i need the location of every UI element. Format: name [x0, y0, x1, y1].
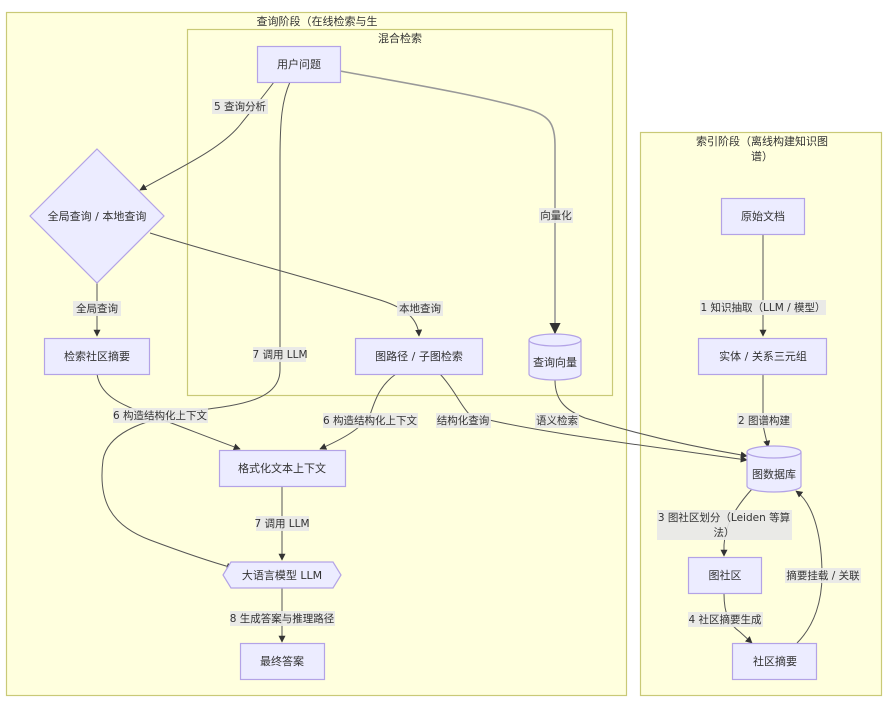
label-query-analysis: 5 查询分析 — [214, 100, 267, 113]
node-global-local-label: 全局查询 / 本地查询 — [48, 209, 147, 223]
node-llm-label: 大语言模型 LLM — [242, 568, 322, 582]
edge-call-llm-a — [101, 81, 291, 570]
node-graph-community[interactable]: 图社区 — [687, 556, 763, 595]
label-summary-generate: 4 社区摘要生成 — [688, 613, 762, 626]
node-global-local-decision[interactable]: 全局查询 / 本地查询 — [29, 148, 165, 284]
node-entity-triples-label: 实体 / 关系三元组 — [719, 349, 807, 363]
node-graph-db-label: 图数据库 — [752, 467, 796, 481]
label-vectorize: 向量化 — [540, 209, 572, 222]
edge-semantic-search — [554, 379, 748, 459]
node-graph-db[interactable]: 图数据库 — [746, 445, 802, 493]
cluster-hybrid-retrieval-title: 混合检索 — [378, 31, 422, 45]
node-community-summary-label: 社区摘要 — [753, 654, 797, 668]
label-build-context-b: 6 构造结构化上下文 — [323, 414, 418, 427]
cluster-index-stage-title-line1: 索引阶段（离线构建知识图 — [696, 134, 828, 148]
label-knowledge-extract: 1 知识抽取（LLM / 模型） — [701, 301, 826, 314]
node-graph-path[interactable]: 图路径 / 子图检索 — [354, 337, 484, 376]
edge-labels: 5 查询分析 全局查询 本地查询 向量化 7 调用 LLM 6 构造结构化上下文… — [73, 99, 861, 627]
edge-query-analysis — [139, 81, 275, 191]
label-build-context-a: 6 构造结构化上下文 — [113, 409, 208, 422]
edge-vectorize — [339, 70, 561, 335]
node-community-search-label: 检索社区摘要 — [64, 349, 130, 363]
node-raw-docs-label: 原始文档 — [741, 209, 785, 223]
label-generate-answer: 8 生成答案与推理路径 — [230, 612, 335, 625]
node-query-vector[interactable]: 查询向量 — [528, 333, 582, 381]
node-format-context-label: 格式化文本上下文 — [238, 461, 326, 475]
node-final-answer[interactable]: 最终答案 — [239, 642, 326, 681]
node-community-summary[interactable]: 社区摘要 — [731, 642, 818, 681]
label-semantic-search: 语义检索 — [536, 414, 578, 427]
label-summary-attach: 摘要挂载 / 关联 — [786, 569, 860, 582]
node-llm[interactable]: 大语言模型 LLM — [222, 561, 342, 589]
edge-structured-query — [439, 373, 748, 463]
label-local-query: 本地查询 — [399, 302, 441, 315]
node-user-question[interactable]: 用户问题 — [256, 45, 342, 84]
cluster-index-stage-title-line2: 谱） — [751, 149, 773, 163]
label-community-partition-line1: 3 图社区划分（Leiden 等算 — [658, 511, 790, 524]
label-global-query: 全局查询 — [76, 302, 118, 315]
node-graph-path-label: 图路径 / 子图检索 — [375, 349, 463, 363]
label-community-partition-line2: 法） — [714, 526, 735, 539]
node-user-question-label: 用户问题 — [277, 57, 321, 71]
cluster-query-stage-title: 查询阶段（在线检索与生 — [257, 14, 378, 28]
label-call-llm-b: 7 调用 LLM — [254, 518, 309, 530]
label-call-llm-a: 7 调用 LLM — [252, 349, 307, 361]
node-raw-docs[interactable]: 原始文档 — [720, 197, 806, 236]
node-community-search[interactable]: 检索社区摘要 — [43, 337, 151, 376]
node-format-context[interactable]: 格式化文本上下文 — [218, 449, 347, 488]
node-query-vector-label: 查询向量 — [533, 355, 577, 369]
node-entity-triples[interactable]: 实体 / 关系三元组 — [697, 337, 828, 376]
node-graph-community-label: 图社区 — [709, 568, 742, 582]
label-graph-build: 2 图谱构建 — [738, 414, 791, 427]
node-final-answer-label: 最终答案 — [260, 654, 304, 668]
label-structured-query: 结构化查询 — [437, 414, 490, 427]
